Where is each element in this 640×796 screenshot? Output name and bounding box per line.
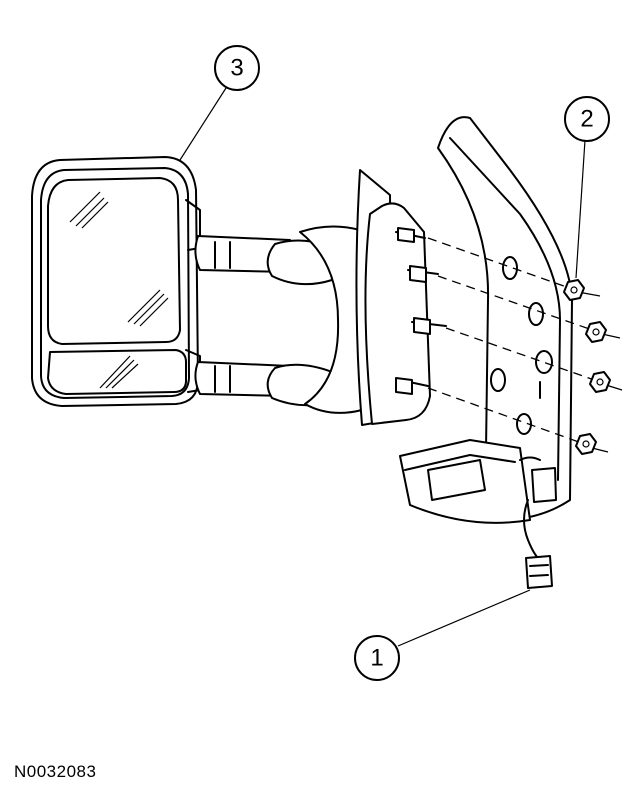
door-panel (399, 116, 573, 524)
callout-3-label: 3 (230, 55, 243, 82)
mounting-plate (355, 169, 447, 426)
mirror-assembly (31, 156, 201, 407)
mounting-nuts (563, 279, 611, 455)
figure-id: N0032083 (14, 762, 97, 781)
callout-3: 3 (214, 45, 260, 91)
leader-lines (179, 87, 586, 647)
mirror-arms (194, 225, 363, 414)
callout-2-label: 2 (580, 106, 593, 133)
callout-1-label: 1 (370, 645, 383, 672)
wire-connector (523, 499, 553, 589)
callout-1: 1 (354, 635, 400, 681)
callout-2: 2 (564, 96, 610, 142)
